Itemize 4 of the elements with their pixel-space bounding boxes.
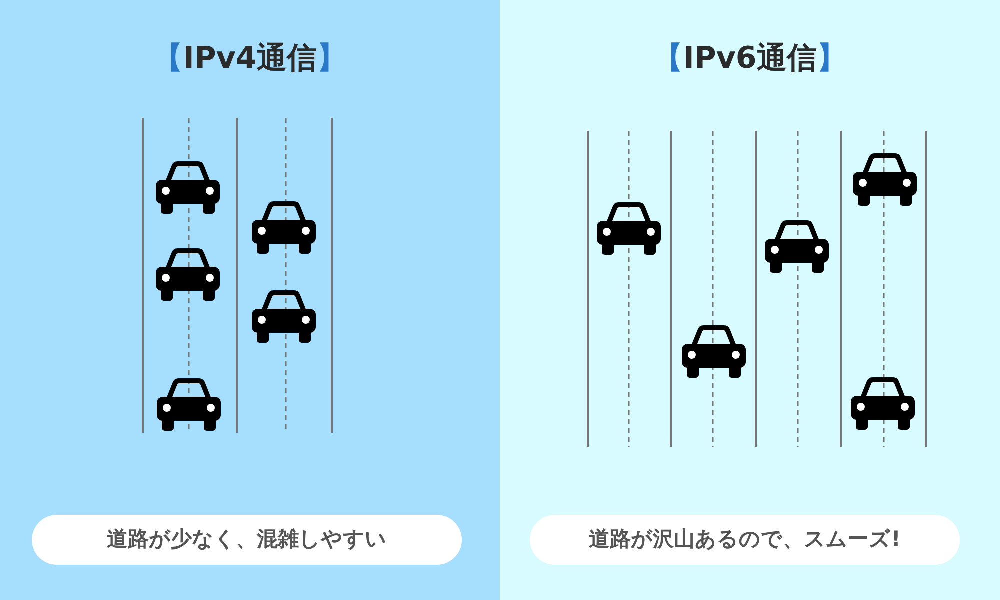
caption-pill: 道路が少なく、混雑しやすい <box>32 515 462 565</box>
panel-title: 【IPv6通信】 <box>652 40 848 78</box>
panel-title: 【IPv4通信】 <box>152 40 348 78</box>
caption-pill: 道路が沢山あるので、スムーズ! <box>530 515 960 565</box>
